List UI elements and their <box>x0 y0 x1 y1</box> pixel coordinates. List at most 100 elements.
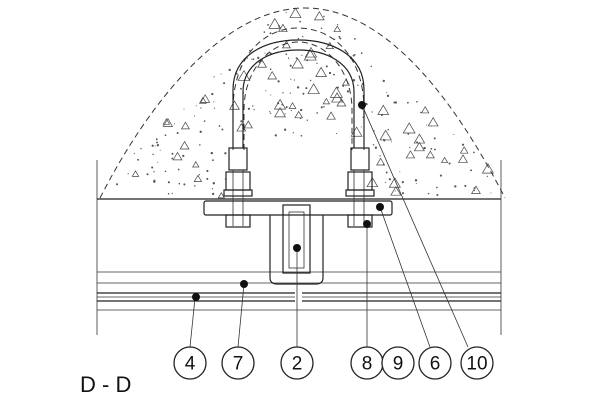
sand-speck <box>213 101 215 103</box>
sand-speck <box>203 120 206 122</box>
sand-speck <box>251 58 253 60</box>
sand-speck <box>306 119 309 121</box>
sand-speck <box>164 170 167 173</box>
sand-speck <box>212 159 214 162</box>
sand-speck <box>174 123 176 125</box>
dot-10 <box>358 101 366 109</box>
sand-speck <box>269 112 272 115</box>
aggregate-mark <box>457 154 469 163</box>
sand-speck <box>182 154 185 158</box>
sand-speck <box>221 128 224 131</box>
sand-speck <box>407 133 410 135</box>
aggregate-mark <box>257 59 268 68</box>
sand-speck <box>309 79 312 82</box>
sand-speck <box>154 145 156 147</box>
sand-speck <box>183 108 185 110</box>
aggregate-mark <box>198 96 207 104</box>
sand-speck <box>374 146 378 149</box>
sand-speck <box>194 185 196 187</box>
sand-speck <box>300 134 303 137</box>
aggregate-mark <box>315 66 328 77</box>
callout-9-label: 9 <box>393 354 404 375</box>
right-washer <box>345 189 375 197</box>
sand-speck <box>391 141 392 143</box>
callout-8-label: 8 <box>362 354 373 375</box>
sand-speck <box>386 91 388 93</box>
sand-speck <box>152 153 154 156</box>
sand-speck <box>167 193 170 195</box>
sand-speck <box>433 148 436 151</box>
aggregate-mark <box>179 140 190 150</box>
sand-speck <box>436 186 438 189</box>
sand-speck <box>407 101 409 104</box>
sand-speck <box>333 73 335 76</box>
aggregate-mark <box>162 117 174 127</box>
dot-89 <box>363 220 371 228</box>
sand-speck <box>357 84 359 86</box>
left-bolt-through <box>232 170 244 226</box>
concrete-texture <box>115 7 495 199</box>
sand-speck <box>289 92 291 94</box>
aggregate-mark <box>268 17 282 29</box>
sand-speck <box>228 68 231 72</box>
sand-speck <box>387 128 389 131</box>
aggregate-mark <box>405 150 416 159</box>
leader-6 <box>379 206 431 348</box>
sand-speck <box>401 192 405 195</box>
aggregate-mark <box>278 23 288 32</box>
aggregate-mark <box>291 57 304 69</box>
sand-speck <box>199 144 201 146</box>
sand-speck <box>178 182 181 185</box>
aggregate-mark <box>294 110 304 119</box>
sand-speck <box>246 57 248 59</box>
sand-speck <box>388 178 391 181</box>
sand-speck <box>206 177 209 180</box>
callout-10: 10 <box>460 346 494 380</box>
sand-speck <box>140 148 142 150</box>
center-channel-outer <box>269 215 324 285</box>
sand-speck <box>223 82 226 85</box>
sand-speck <box>252 105 254 107</box>
sand-speck <box>423 146 426 150</box>
sand-speck <box>384 181 387 183</box>
sand-speck <box>159 149 161 151</box>
sand-speck <box>264 52 266 54</box>
sand-speck <box>300 108 303 112</box>
sand-speck <box>283 128 287 131</box>
sand-speck <box>371 111 373 113</box>
sand-speck <box>146 173 149 176</box>
sand-speck <box>269 111 271 113</box>
sand-speck <box>247 107 251 110</box>
sand-speck <box>346 90 350 93</box>
aggregate-mark <box>180 121 190 130</box>
sand-speck <box>177 168 180 171</box>
aggregate-mark <box>162 118 171 125</box>
aggregate-mark <box>274 107 286 118</box>
sand-speck <box>224 152 227 155</box>
sand-speck <box>269 68 272 71</box>
sand-speck <box>281 103 284 106</box>
sand-speck <box>157 161 159 163</box>
leader-10 <box>361 104 469 348</box>
aggregate-mark <box>377 104 390 115</box>
sand-speck <box>473 187 476 190</box>
aggregate-mark <box>420 106 430 114</box>
aggregate-mark <box>336 97 347 107</box>
aggregate-mark <box>440 156 449 163</box>
sand-speck <box>206 169 209 173</box>
sand-speck <box>285 106 288 109</box>
sand-speck <box>320 106 323 109</box>
sand-speck <box>473 151 475 154</box>
sand-speck <box>316 62 318 64</box>
aggregate-mark <box>322 97 331 105</box>
sand-speck <box>306 59 309 62</box>
sand-speck <box>336 23 339 26</box>
sand-speck <box>127 173 129 175</box>
sand-speck <box>240 120 243 123</box>
sand-speck <box>433 137 436 140</box>
left-bottom-nut <box>225 214 251 228</box>
sand-speck <box>164 134 167 137</box>
sand-speck <box>296 86 300 89</box>
aggregate-mark <box>288 102 297 109</box>
